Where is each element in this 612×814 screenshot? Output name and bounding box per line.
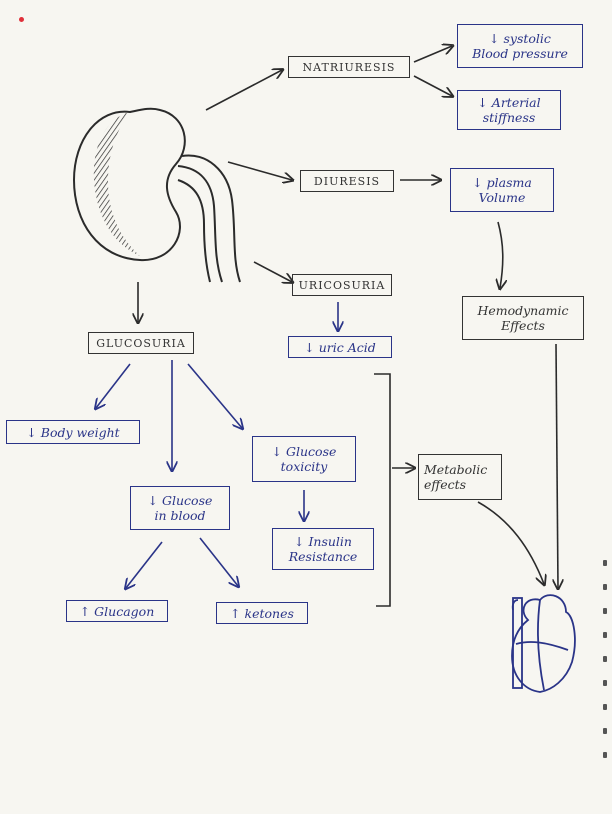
- heart-icon: [511, 594, 576, 693]
- node-ketones: ↑ ketones: [216, 602, 308, 624]
- arrow-plasma-hemodynamic: [498, 221, 503, 288]
- node-uric-acid: ↓ uric Acid: [288, 336, 392, 358]
- arrow-glucoseblood-glucagon: [126, 541, 163, 588]
- node-natriuresis: NATRIURESIS: [288, 56, 410, 78]
- kidney-icon: [72, 107, 241, 283]
- arrow-natriuresis-bp: [413, 46, 452, 63]
- arrow-glucosuria-toxicity: [187, 363, 242, 428]
- arrow-kidney-natriuresis: [205, 70, 282, 111]
- arrow-glucosuria-bodyweight: [96, 363, 131, 408]
- node-arterial-stiffness: ↓ Arterial stiffness: [457, 90, 561, 130]
- notebook-binding-marks: [603, 560, 609, 800]
- node-insulin-resistance: ↓ Insulin Resistance: [272, 528, 374, 570]
- red-marker-dot: [19, 17, 24, 22]
- arrows-blue: [96, 302, 338, 588]
- node-metabolic-effects: Metabolic effects: [418, 454, 502, 500]
- node-diuresis: DIURESIS: [300, 170, 394, 192]
- arrows-dark: [138, 46, 558, 607]
- arrow-hemodynamic-heart: [556, 343, 558, 588]
- arrow-kidney-uricosuria: [253, 261, 292, 282]
- node-glucosuria: GLUCOSURIA: [88, 332, 194, 354]
- node-glucose-in-blood: ↓ Glucose in blood: [130, 486, 230, 530]
- node-body-weight: ↓ Body weight: [6, 420, 140, 444]
- arrow-metabolic-heart: [477, 501, 544, 584]
- arrow-glucoseblood-ketones: [199, 537, 238, 586]
- bracket-line: [374, 373, 391, 607]
- node-hemodynamic-effects: Hemodynamic Effects: [462, 296, 584, 340]
- node-uricosuria: URICOSURIA: [292, 274, 392, 296]
- arrow-kidney-diuresis: [227, 161, 292, 180]
- node-plasma-volume: ↓ plasma Volume: [450, 168, 554, 212]
- node-glucose-toxicity: ↓ Glucose toxicity: [252, 436, 356, 482]
- node-glucagon: ↑ Glucagon: [66, 600, 168, 622]
- node-systolic-bp: ↓ systolic Blood pressure: [457, 24, 583, 68]
- arrow-natriuresis-stiffness: [413, 75, 452, 96]
